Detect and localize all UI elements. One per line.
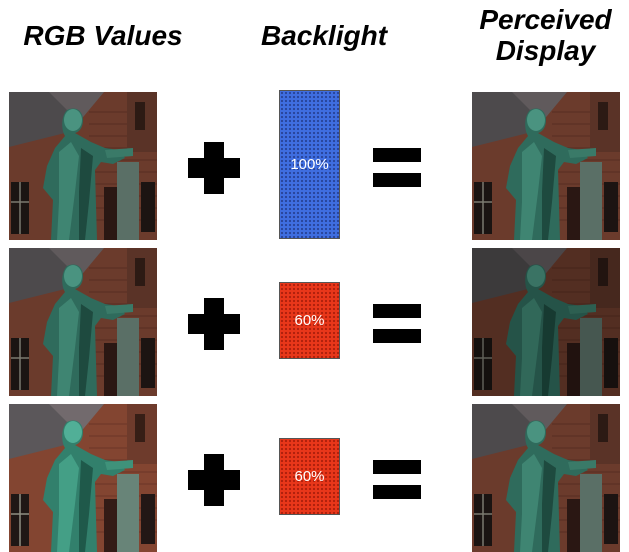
equation-row-3: 60% bbox=[0, 404, 629, 552]
perceived-display-image bbox=[472, 92, 620, 240]
equals-icon bbox=[373, 304, 421, 344]
backlight-level-label: 60% bbox=[294, 468, 325, 485]
perceived-display-image bbox=[472, 248, 620, 396]
plus-icon bbox=[188, 454, 240, 506]
backlight-level-box: 100% bbox=[279, 90, 340, 239]
rgb-values-image bbox=[9, 92, 157, 240]
backlight-level-box: 60% bbox=[279, 438, 340, 515]
backlight-level-label: 100% bbox=[290, 156, 329, 173]
equation-row-1: 100% bbox=[0, 90, 629, 240]
backlight-level-label: 60% bbox=[294, 312, 325, 329]
plus-icon bbox=[188, 298, 240, 350]
rgb-values-heading: RGB Values bbox=[23, 20, 183, 51]
equals-icon bbox=[373, 148, 421, 188]
plus-icon bbox=[188, 142, 240, 194]
perceived-display-heading: Perceived Display bbox=[479, 4, 612, 66]
rgb-values-image bbox=[9, 248, 157, 396]
equals-icon bbox=[373, 460, 421, 500]
rgb-values-image bbox=[9, 404, 157, 552]
backlight-level-box: 60% bbox=[279, 282, 340, 359]
equation-row-2: 60% bbox=[0, 248, 629, 396]
backlight-heading: Backlight bbox=[260, 20, 388, 51]
perceived-display-image bbox=[472, 404, 620, 552]
